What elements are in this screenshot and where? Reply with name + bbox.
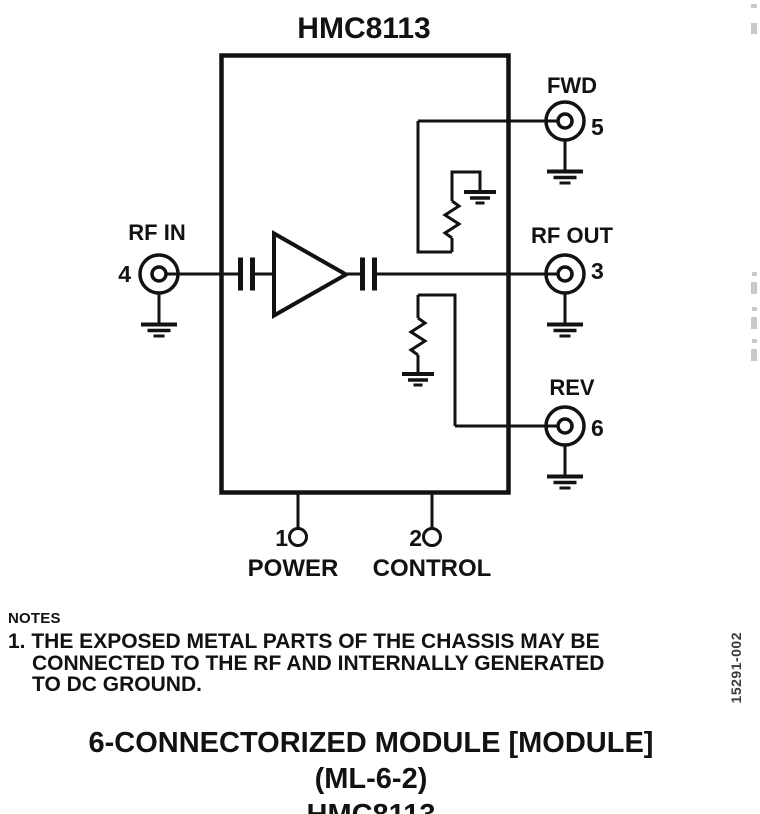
page-edge-artifact: [752, 272, 757, 276]
fwd-coupler-wire: [416, 121, 482, 254]
fwd-pin-number: 5: [591, 114, 604, 140]
amplifier-icon: [272, 230, 351, 319]
figure-caption: 6-CONNECTORIZED MODULE [MODULE] (ML-6-2)…: [41, 725, 701, 814]
page-edge-artifact: [751, 317, 757, 329]
page-edge-artifact: [751, 349, 757, 361]
caption-line-3: HMC8113: [41, 797, 701, 814]
page-edge-artifact: [752, 339, 757, 343]
output-capacitor-icon: [360, 257, 377, 291]
notes-block: NOTES 1. THE EXPOSED METAL PARTS OF THE …: [8, 610, 604, 696]
notes-heading: NOTES: [8, 610, 61, 627]
power-pin-number: 1: [275, 525, 288, 551]
rf-out-label: RF OUT: [531, 223, 613, 248]
rev-label: REV: [549, 375, 595, 400]
pin-stub-wires: [296, 493, 434, 529]
rev-pin-number: 6: [591, 415, 604, 441]
caption-line-1: 6-CONNECTORIZED MODULE [MODULE]: [88, 727, 654, 759]
rev-ground-icon: [545, 443, 585, 490]
power-label: POWER: [248, 555, 339, 582]
rev-coupler-wire: [416, 293, 457, 426]
input-capacitor-icon: [238, 257, 255, 291]
note-line-1: 1. THE EXPOSED METAL PARTS OF THE CHASSI…: [8, 630, 600, 653]
rf-in-pin-number: 4: [118, 261, 131, 287]
figure-number-text: 15291-002: [728, 632, 744, 704]
page-edge-artifact: [751, 282, 757, 294]
control-label: CONTROL: [373, 555, 492, 582]
power-pin-circle-icon: [288, 527, 308, 547]
rf-in-ground-icon: [139, 291, 179, 338]
control-pin-number: 2: [409, 525, 422, 551]
rev-resistor-ground-icon: [400, 372, 436, 387]
page-edge-artifact: [751, 4, 757, 8]
functional-block-diagram: HMC8113 RF IN 4 FWD 5 RF OUT 3 REV 6 1 P…: [118, 12, 613, 582]
rev-termination-resistor-icon: [409, 316, 427, 357]
note-line-3: TO DC GROUND.: [32, 673, 202, 696]
rf-out-pin-number: 3: [591, 258, 604, 284]
fwd-label: FWD: [547, 73, 597, 98]
figure-number: 15291-002: [726, 629, 746, 707]
fwd-resistor-ground-icon: [462, 190, 498, 205]
fwd-ground-icon: [545, 138, 585, 185]
notes-body: 1. THE EXPOSED METAL PARTS OF THE CHASSI…: [8, 631, 604, 696]
page-edge-artifact: [752, 307, 757, 311]
page-edge-artifact: [751, 23, 757, 34]
rf-out-ground-icon: [545, 291, 585, 338]
rf-in-label: RF IN: [128, 220, 185, 245]
caption-line-2: (ML-6-2): [314, 763, 428, 795]
diagram-title: HMC8113: [297, 12, 430, 45]
note-line-2: CONNECTED TO THE RF AND INTERNALLY GENER…: [32, 651, 605, 675]
control-pin-circle-icon: [422, 527, 442, 547]
fwd-termination-resistor-icon: [443, 199, 461, 240]
